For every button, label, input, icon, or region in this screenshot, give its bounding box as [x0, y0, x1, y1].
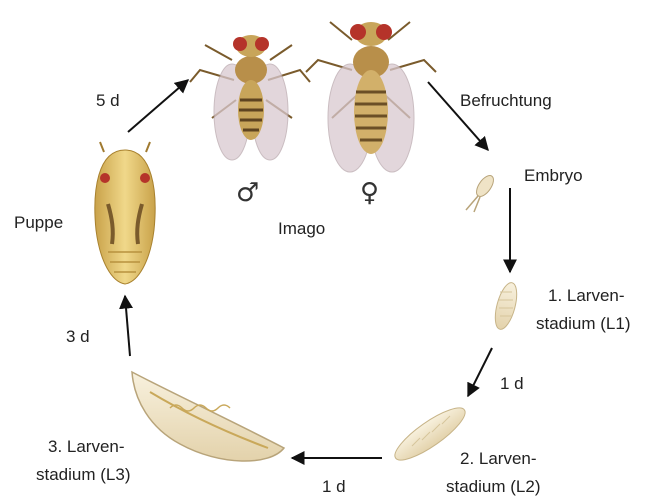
label-3-days: 3 d [66, 326, 90, 347]
female-symbol: ♀ [360, 180, 379, 206]
male-fly-illustration [190, 35, 310, 160]
pupa-illustration [95, 142, 155, 284]
label-puppe: Puppe [14, 212, 63, 233]
arrow-pupa-to-imago [128, 80, 188, 132]
l1-larva-illustration [491, 280, 521, 331]
arrow-l3-to-pupa [125, 296, 130, 356]
l2-larva-illustration [389, 400, 472, 468]
label-1-day-b: 1 d [322, 476, 346, 497]
label-embryo: Embryo [524, 165, 583, 186]
label-l1-line2: stadium (L1) [536, 313, 630, 334]
label-befruchtung: Befruchtung [460, 90, 552, 111]
l3-larva-illustration [132, 372, 284, 461]
arrow-l1-to-l2 [468, 348, 492, 396]
label-1-day-a: 1 d [500, 373, 524, 394]
male-symbol: ♂ [236, 180, 259, 206]
label-l3-line2: stadium (L3) [36, 464, 130, 485]
label-5-days: 5 d [96, 90, 120, 111]
label-l2-line1: 2. Larven- [460, 448, 537, 469]
label-l3-line1: 3. Larven- [48, 436, 125, 457]
embryo-illustration [466, 173, 497, 212]
label-l1-line1: 1. Larven- [548, 285, 625, 306]
label-l2-line2: stadium (L2) [446, 476, 540, 497]
label-imago: Imago [278, 218, 325, 239]
female-fly-illustration [306, 22, 436, 172]
